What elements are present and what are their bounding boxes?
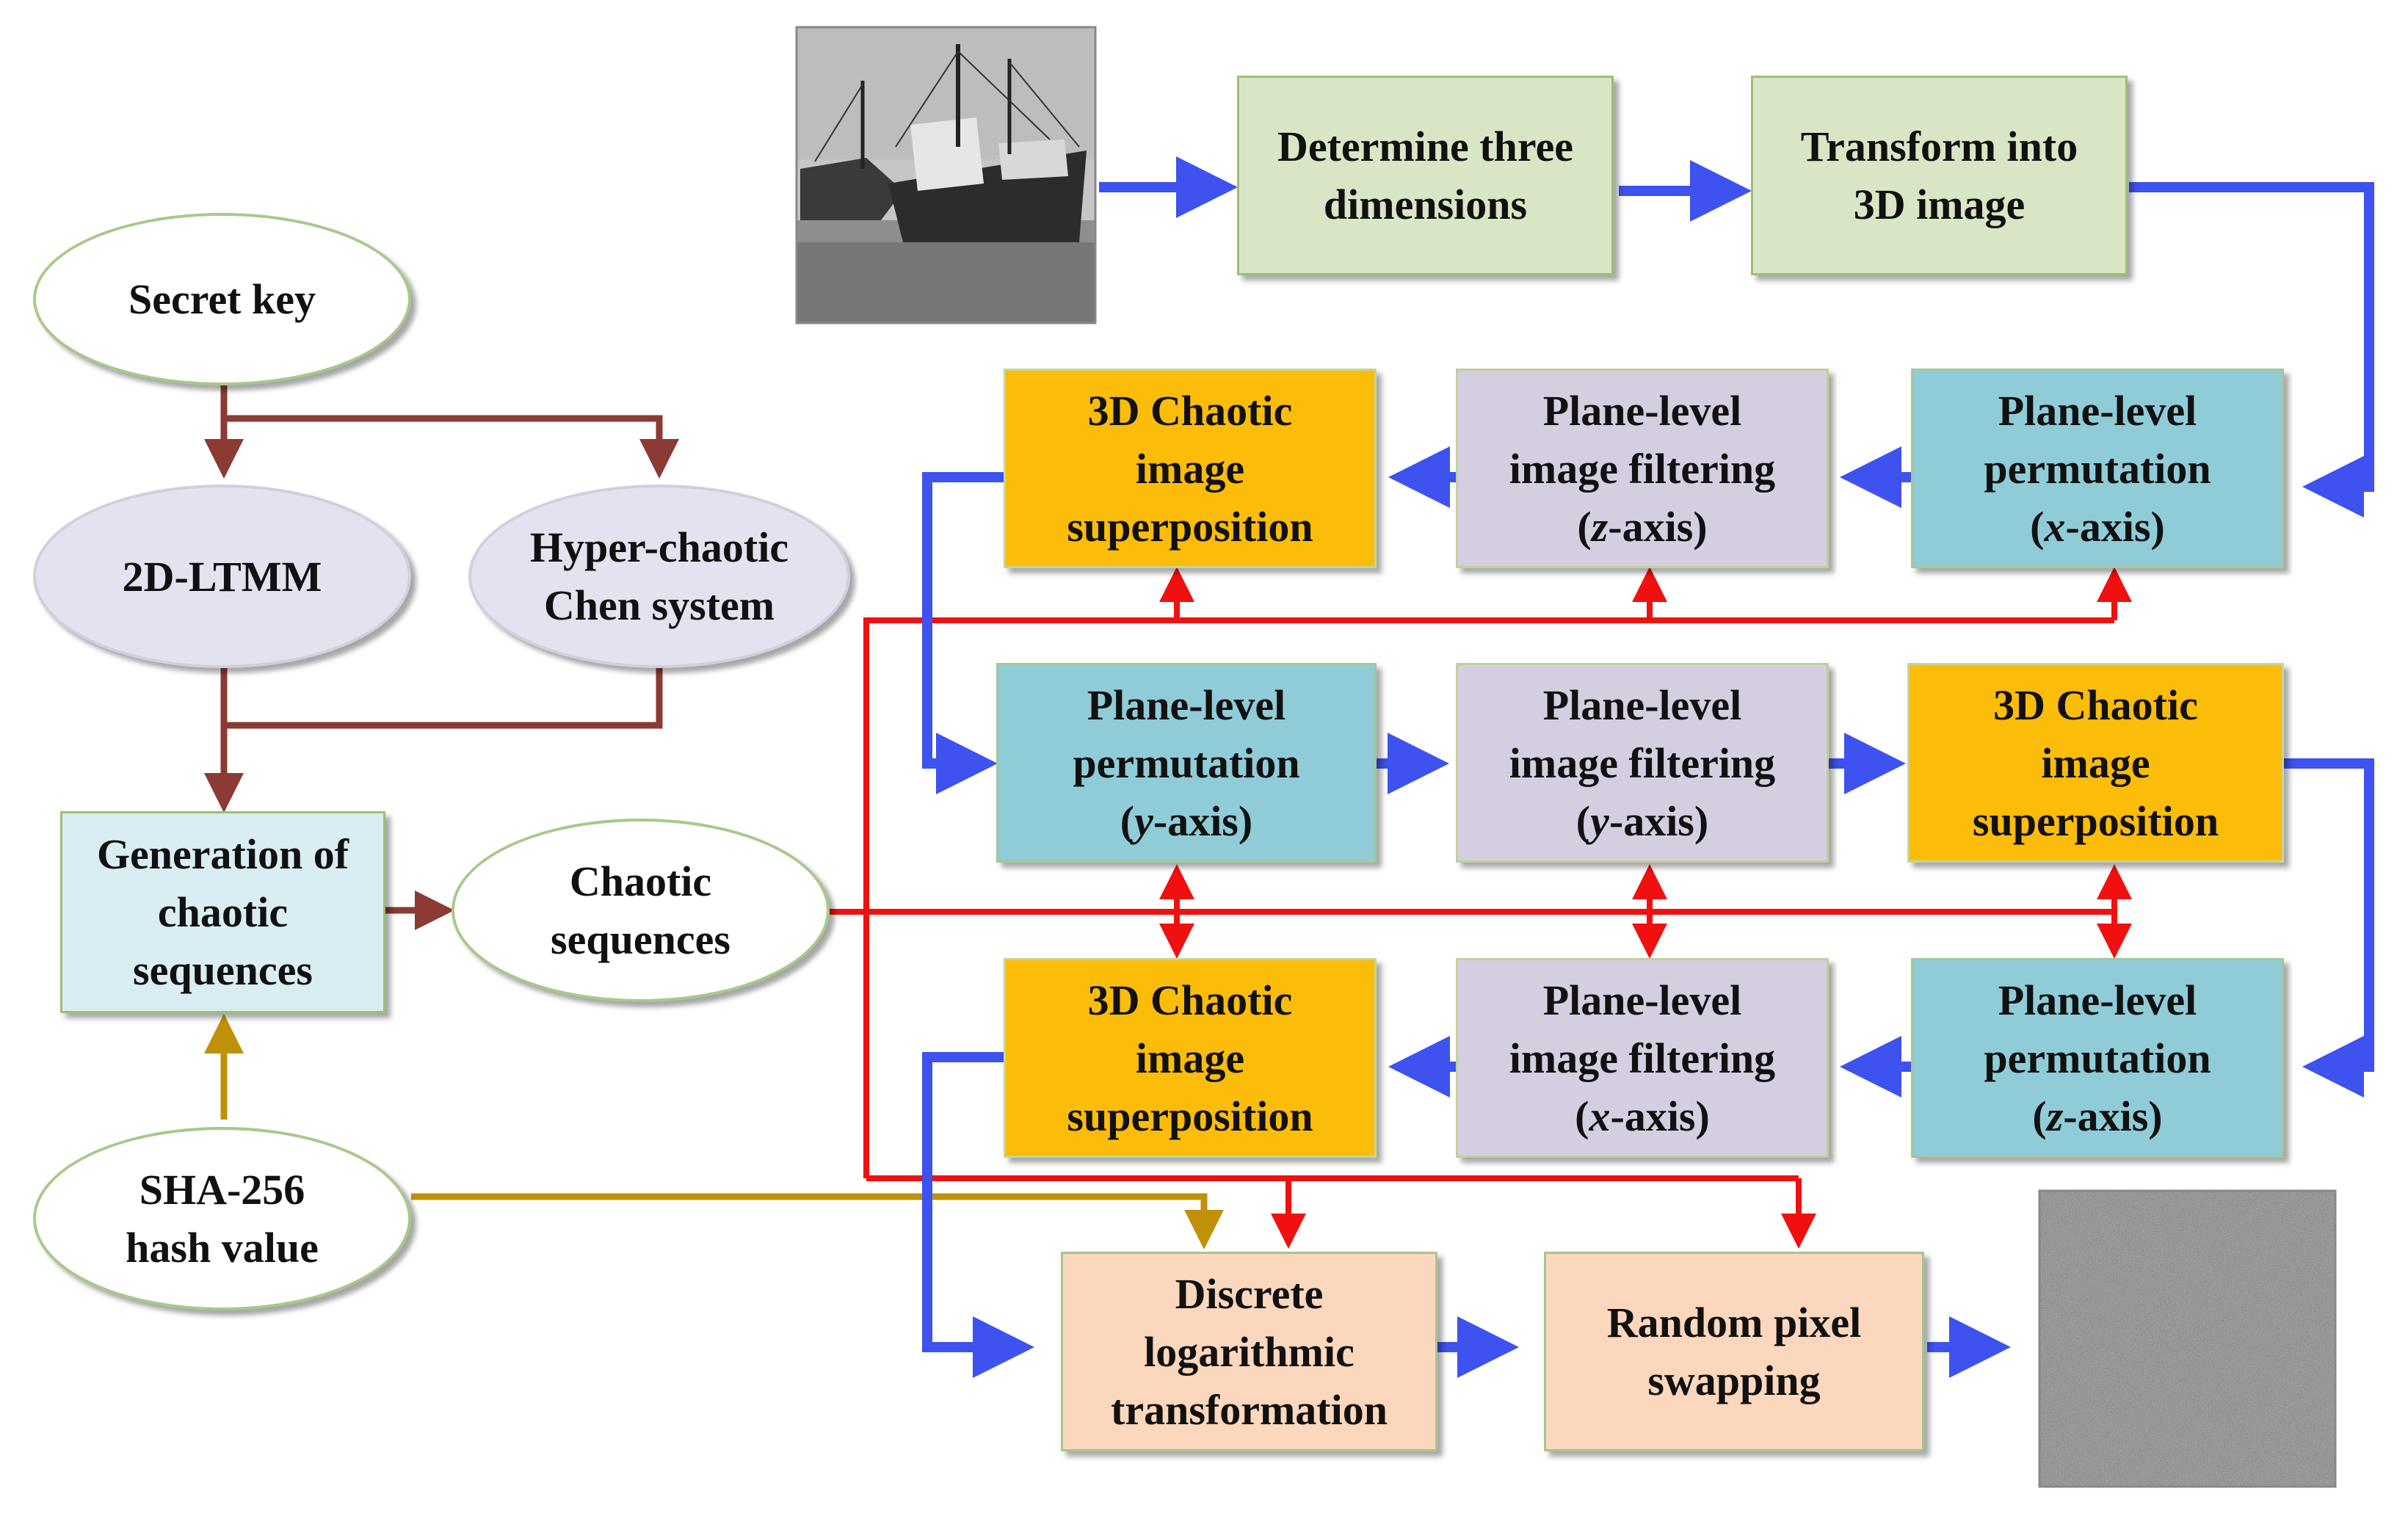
perm-z-line-2: permutation — [1984, 1034, 2211, 1082]
secret-key-to-chen-arrow — [224, 415, 679, 479]
sha-label-line-2: hash value — [126, 1224, 319, 1272]
hash-to-dlt-arrow — [411, 1193, 1224, 1249]
chaotic-seq-label-line-1: Chaotic — [569, 857, 712, 905]
determine-dimensions-node: Determine three dimensions — [1237, 76, 1614, 275]
secret-key-node: Secret key — [33, 213, 411, 385]
filter-x-line-3: (x-axis) — [1575, 1092, 1710, 1140]
dlt-line-3: transformation — [1111, 1385, 1388, 1434]
super-2-to-perm-z-arrow — [2281, 758, 2374, 1098]
super-1-to-perm-y-arrow — [922, 472, 1004, 794]
superposition-node-2: 3D Chaotic image superposition — [1907, 663, 2284, 863]
cipher-noise-image — [2038, 1189, 2337, 1488]
super-1-line-3: superposition — [1067, 502, 1313, 551]
transform-label-line-2: 3D image — [1853, 181, 2026, 228]
chen-label-line-1: Hyper-chaotic — [529, 523, 789, 571]
chen-label-line-2: Chen system — [543, 581, 775, 629]
key-flow-connectors — [204, 385, 679, 930]
perm-y-line-2: permutation — [1073, 739, 1300, 787]
filter-y-line-2: image filtering — [1509, 739, 1776, 787]
perm-x-line-1: Plane-level — [1998, 386, 2197, 435]
permutation-z-node: Plane-level permutation (z-axis) — [1911, 958, 2284, 1158]
super-1-line-1: 3D Chaotic — [1087, 386, 1293, 435]
process-flow-connectors — [922, 156, 2374, 1378]
permutation-y-node: Plane-level permutation (y-axis) — [996, 663, 1377, 863]
transform-3d-node: Transform into 3D image — [1751, 76, 2128, 275]
swap-line-1: Random pixel — [1606, 1299, 1862, 1346]
ltmm-node: 2D-LTMM — [33, 485, 411, 668]
chen-to-generation-line — [224, 668, 663, 729]
super-3-line-2: image — [1135, 1034, 1245, 1082]
perm-z-line-3: (z-axis) — [2032, 1092, 2163, 1140]
chen-system-node: Hyper-chaotic Chen system — [468, 485, 850, 668]
hash-flow-connectors — [204, 1014, 1224, 1249]
sha-label-line-1: SHA-256 — [139, 1166, 305, 1214]
filter-y-line-1: Plane-level — [1542, 681, 1742, 729]
filter-x-line-2: image filtering — [1509, 1034, 1776, 1082]
permutation-x-node: Plane-level permutation (x-axis) — [1911, 369, 2284, 568]
generation-label-line-3: sequences — [133, 946, 313, 994]
sha-256-node: SHA-256 hash value — [33, 1127, 411, 1310]
chaotic-seq-label-line-2: sequences — [551, 915, 730, 963]
super-2-line-1: 3D Chaotic — [1993, 681, 2198, 729]
secret-key-label: Secret key — [128, 275, 316, 323]
dlt-line-1: Discrete — [1175, 1269, 1324, 1318]
super-3-line-1: 3D Chaotic — [1087, 976, 1293, 1024]
perm-y-line-3: (y-axis) — [1120, 797, 1253, 845]
generation-node: Generation of chaotic sequences — [60, 811, 385, 1013]
plain-boat-image — [795, 26, 1097, 324]
perm-x-line-2: permutation — [1984, 444, 2211, 493]
generation-label-line-1: Generation of — [96, 830, 349, 878]
superposition-node-1: 3D Chaotic image superposition — [1004, 369, 1377, 568]
sequence-flow-connectors — [830, 567, 2132, 1249]
perm-y-line-1: Plane-level — [1087, 681, 1286, 729]
perm-z-line-1: Plane-level — [1998, 976, 2197, 1024]
chaotic-sequences-node: Chaotic sequences — [452, 819, 830, 1002]
generation-label-line-2: chaotic — [157, 888, 289, 936]
super-1-line-2: image — [1135, 444, 1245, 493]
filter-z-line-3: (z-axis) — [1577, 502, 1708, 551]
super-3-line-3: superposition — [1067, 1092, 1313, 1140]
super-3-to-dlt-arrow — [922, 1052, 1034, 1378]
pixel-swapping-node: Random pixel swapping — [1544, 1252, 1924, 1451]
filter-z-line-1: Plane-level — [1542, 386, 1742, 435]
log-transform-node: Discrete logarithmic transformation — [1061, 1252, 1437, 1451]
superposition-node-3: 3D Chaotic image superposition — [1004, 958, 1377, 1158]
transform-to-perm-x-arrow — [2129, 182, 2374, 518]
super-2-line-2: image — [2041, 739, 2150, 787]
filtering-y-node: Plane-level image filtering (y-axis) — [1456, 663, 1829, 863]
filter-x-line-1: Plane-level — [1542, 976, 1742, 1024]
filter-y-line-3: (y-axis) — [1575, 797, 1709, 845]
super-2-line-3: superposition — [1972, 797, 2219, 845]
transform-label-line-1: Transform into — [1800, 123, 2078, 170]
ltmm-label: 2D-LTMM — [122, 552, 322, 601]
dlt-line-2: logarithmic — [1144, 1327, 1354, 1376]
determine-label-line-2: dimensions — [1323, 181, 1528, 228]
determine-label-line-1: Determine three — [1277, 123, 1574, 170]
filtering-x-node: Plane-level image filtering (x-axis) — [1456, 958, 1829, 1158]
perm-x-line-3: (x-axis) — [2030, 502, 2165, 551]
swap-line-2: swapping — [1647, 1357, 1821, 1404]
sequence-bus-top — [863, 617, 2114, 1178]
filter-z-line-2: image filtering — [1509, 444, 1776, 493]
filtering-z-node: Plane-level image filtering (z-axis) — [1456, 369, 1829, 568]
